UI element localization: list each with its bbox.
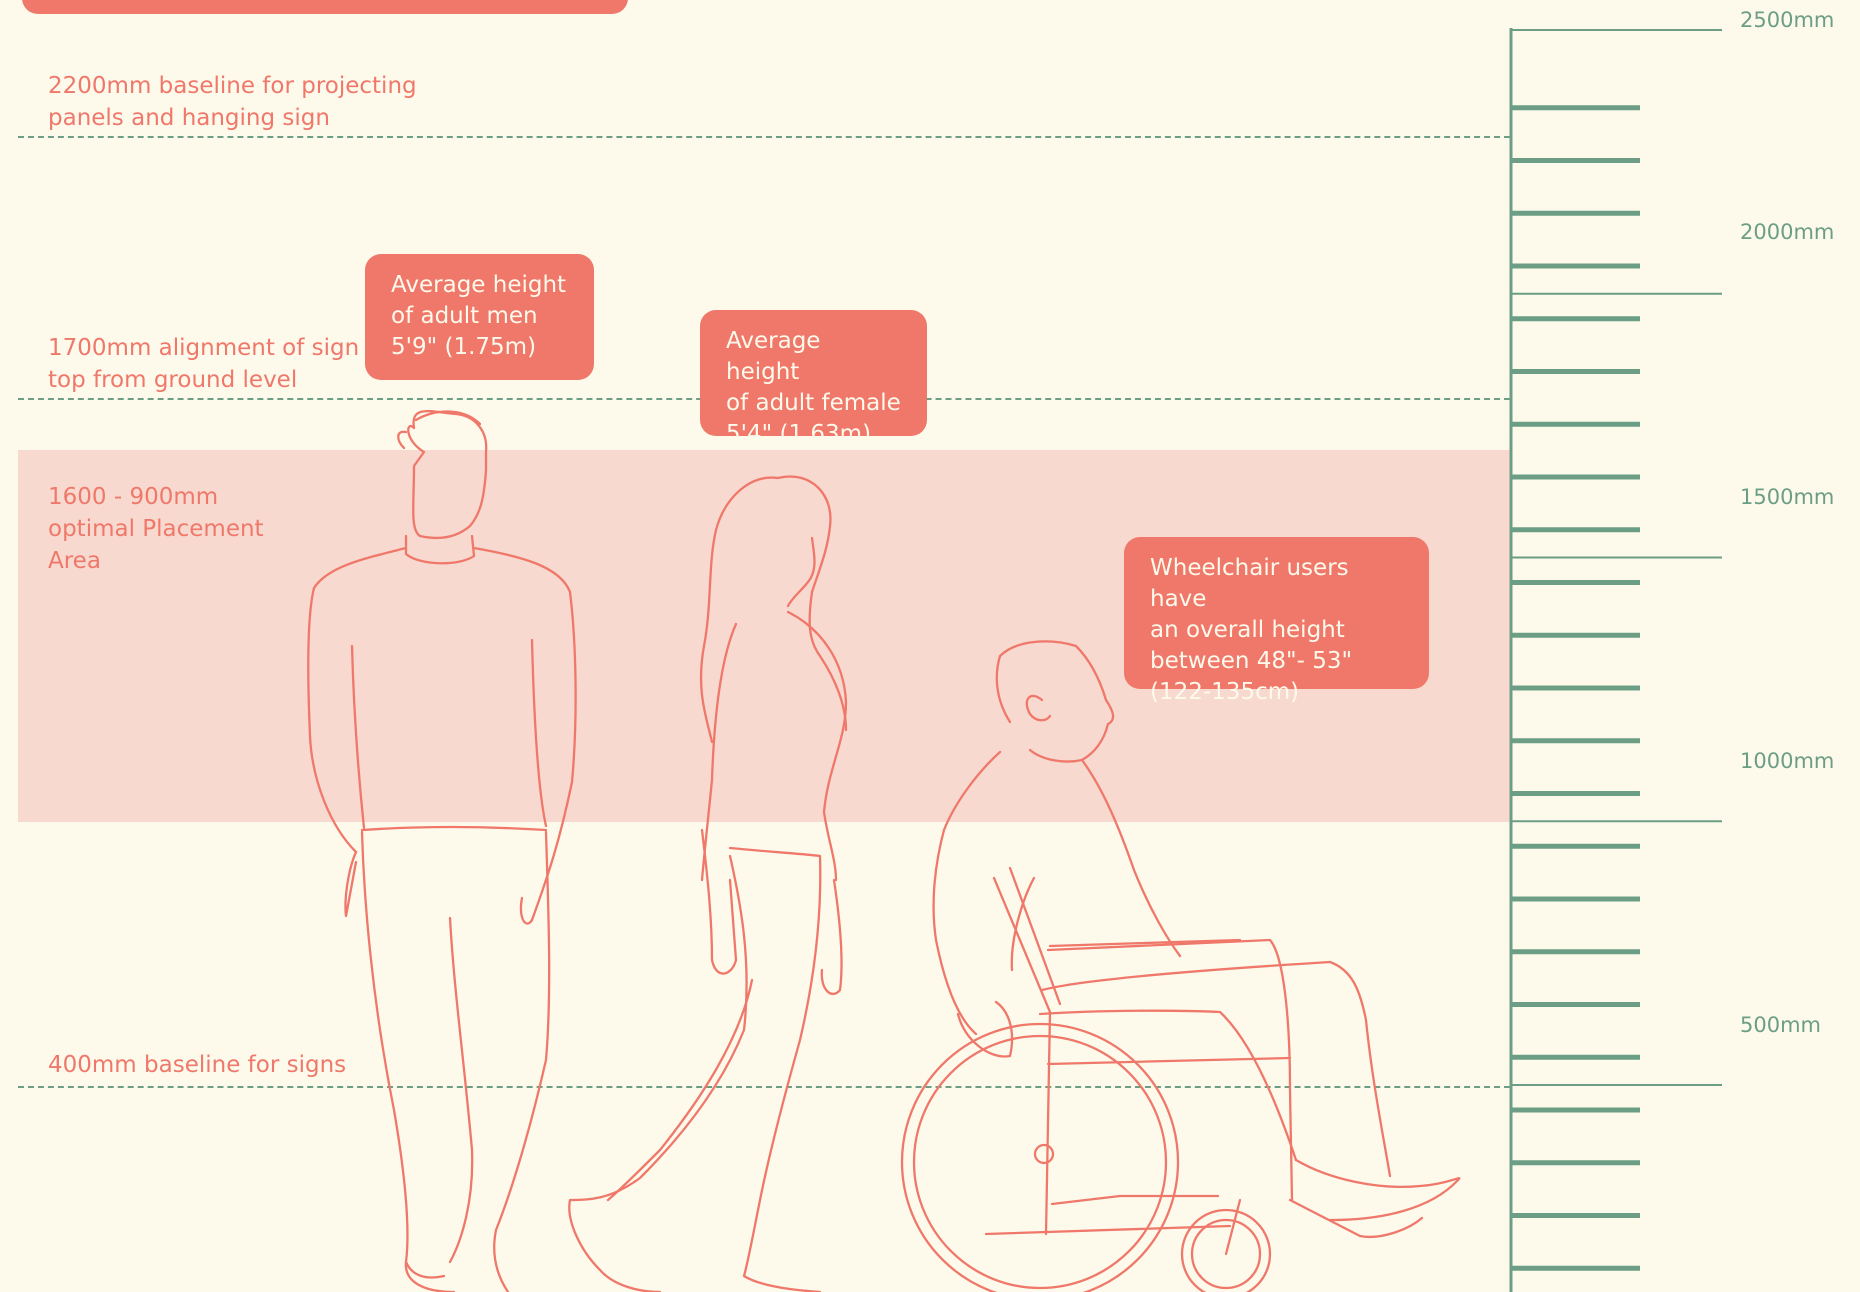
- scale-label-1000mm: 1000mm: [1740, 749, 1834, 773]
- scale-label-2500mm: 2500mm: [1740, 8, 1834, 32]
- scale-label-500mm: 500mm: [1740, 1013, 1821, 1037]
- scale-label-2000mm: 2000mm: [1740, 220, 1834, 244]
- scale-label-1500mm: 1500mm: [1740, 485, 1834, 509]
